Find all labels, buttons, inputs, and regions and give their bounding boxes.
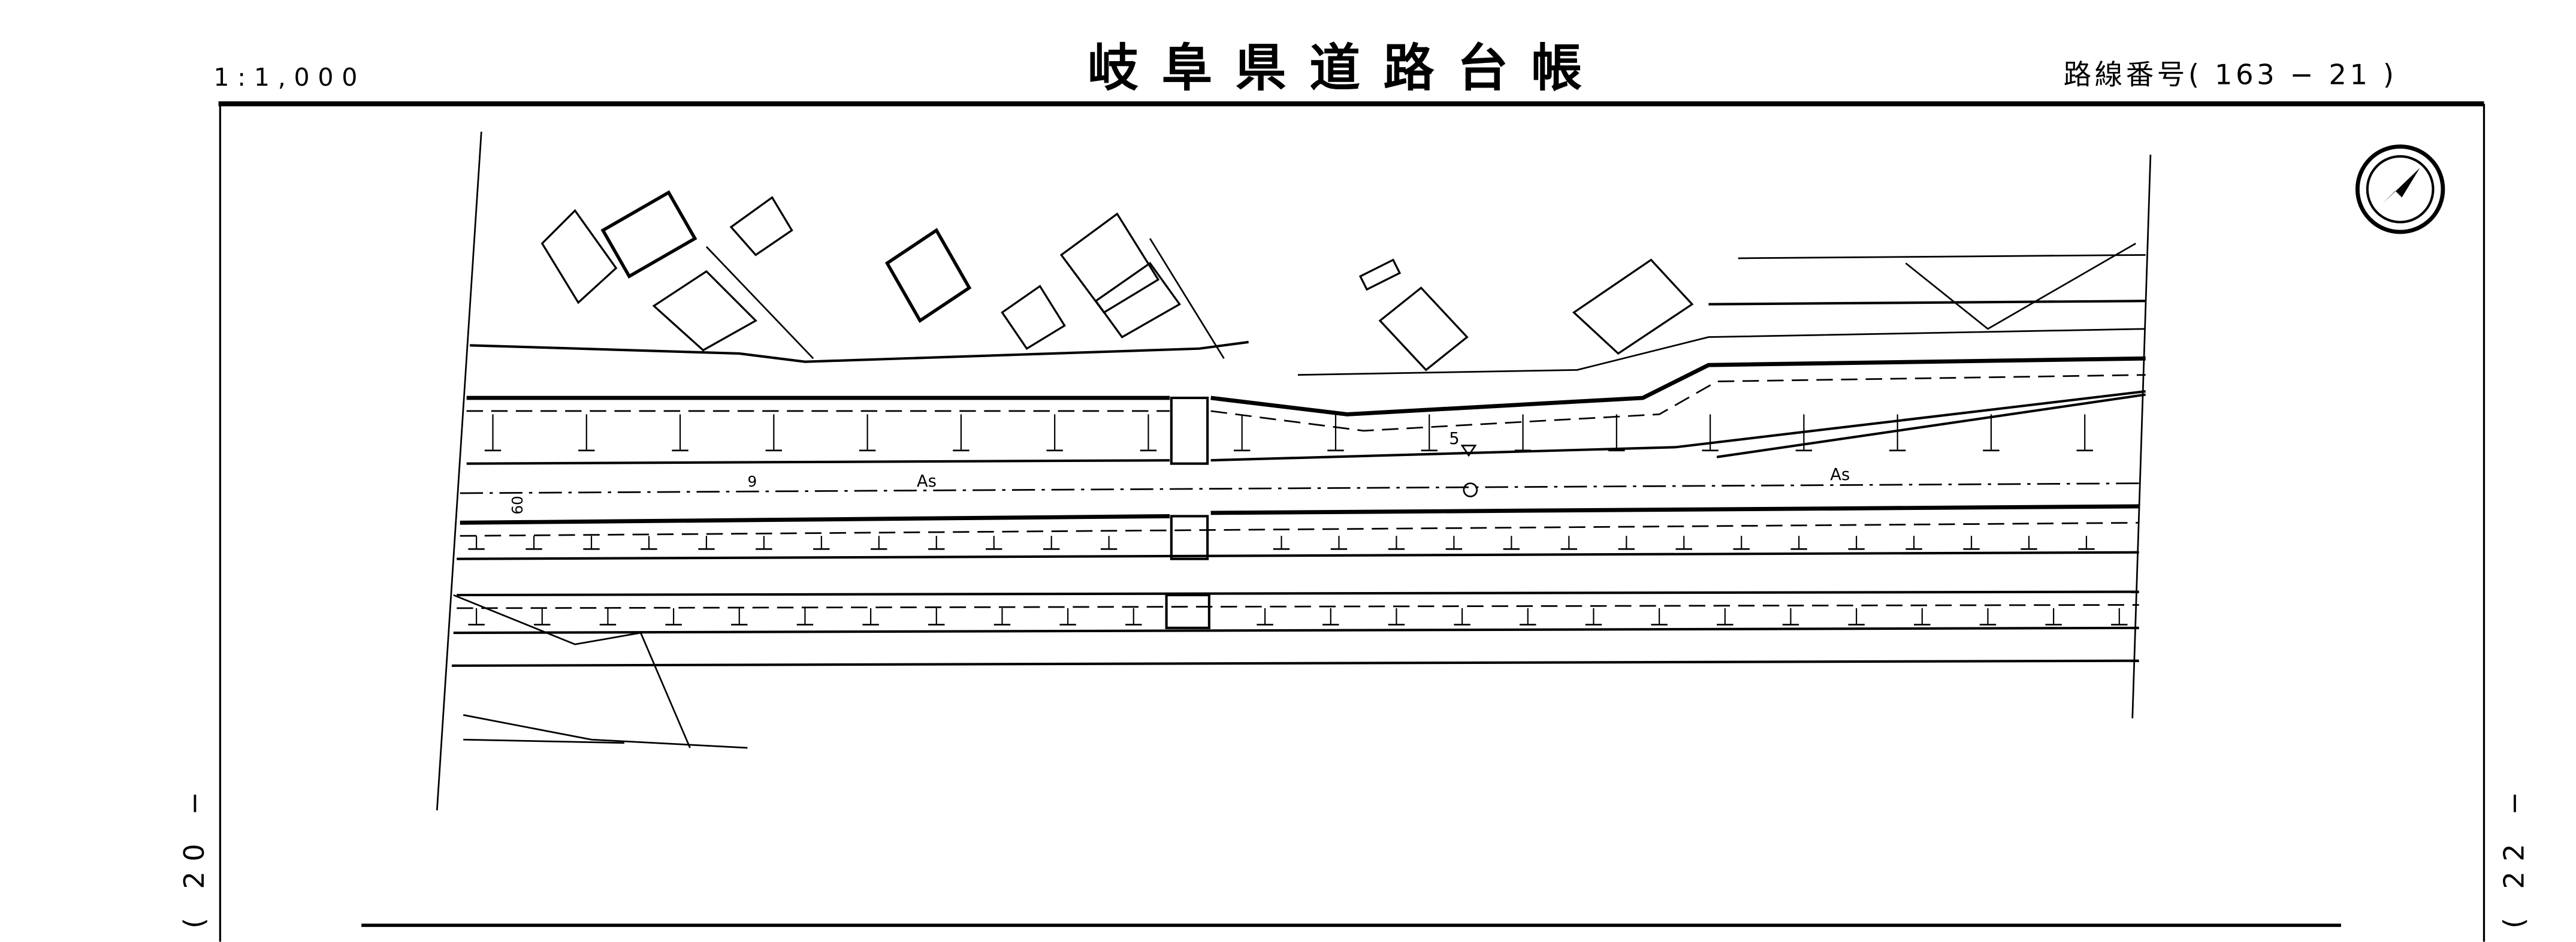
station-label: 9 (747, 473, 757, 490)
surface-label-left: As (917, 472, 937, 491)
page-title: 岐阜県道路台帳 (1088, 39, 1605, 98)
buildings (540, 190, 1694, 372)
next-sheet-ref: ( 22 − (2498, 782, 2530, 929)
scale-label: 1:1,000 (213, 63, 366, 92)
north-arrow-icon (2355, 144, 2445, 234)
map-drawing: 9 As As 5 60 (436, 131, 2152, 811)
width-label: 60 (509, 496, 526, 514)
route-number: 路線番号( 163 − 21 ) (2064, 58, 2397, 90)
surface-label-right: As (1830, 466, 1850, 484)
marker-label: 5 (1449, 430, 1459, 448)
survey-point-icon (1463, 482, 1478, 497)
prev-sheet-ref: ( 20 − (178, 782, 210, 929)
